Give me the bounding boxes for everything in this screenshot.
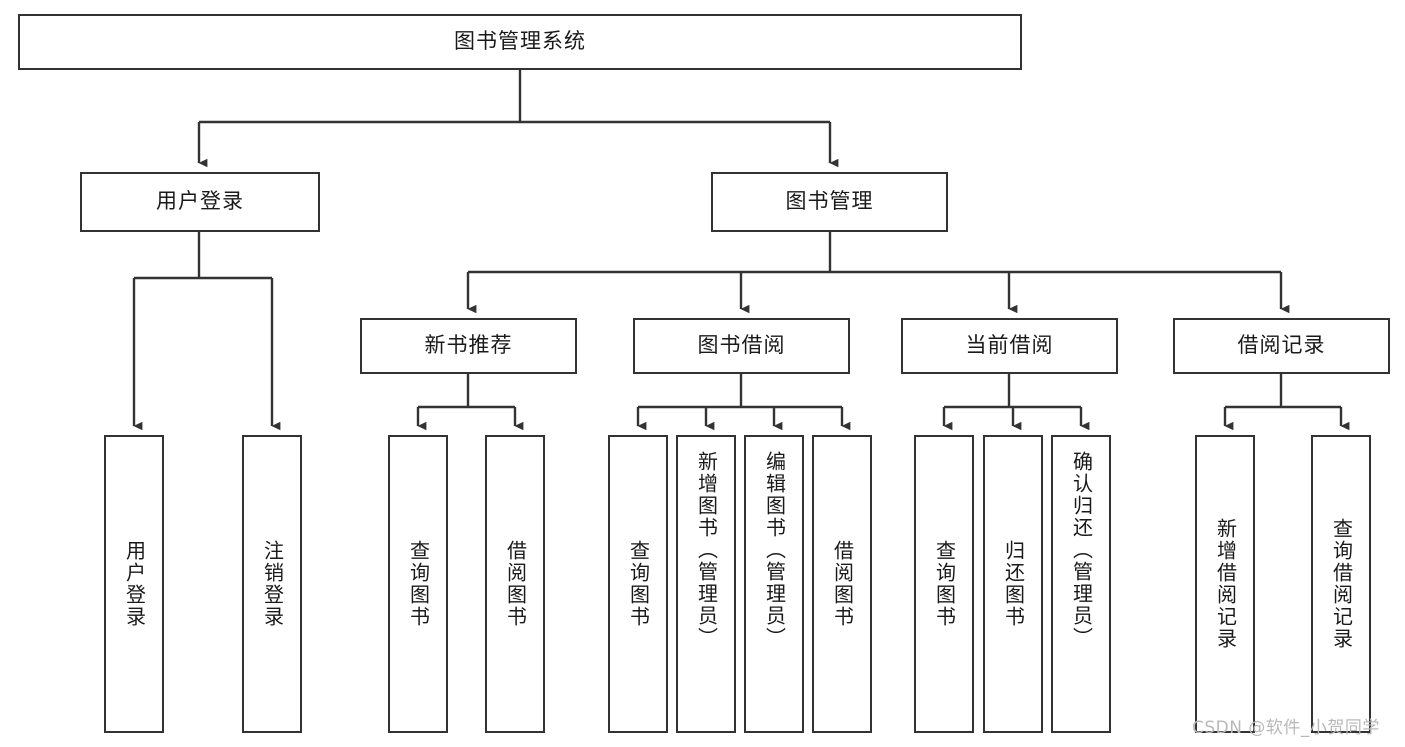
node-user-login[interactable]: 用户登录 (80, 172, 320, 232)
node-user-login-label: 用户登录 (156, 189, 244, 214)
leaf-node-query-book-nbr[interactable]: 查询图书 (388, 435, 448, 733)
leaf-node-query-borrow-record[interactable]: 查询借阅记录 (1311, 435, 1371, 733)
node-borrow-record-label: 借阅记录 (1237, 333, 1326, 358)
leaf-node-borrow-book-bb-label: 借阅图书 (830, 540, 855, 628)
leaf-node-user-logout-label: 注销登录 (260, 540, 285, 628)
node-current-borrow-label: 当前借阅 (965, 333, 1054, 358)
node-new-book-recommend[interactable]: 新书推荐 (360, 318, 577, 374)
node-root-system-label: 图书管理系统 (454, 29, 586, 54)
node-root-system[interactable]: 图书管理系统 (18, 14, 1022, 70)
leaf-node-query-borrow-record-label: 查询借阅记录 (1329, 518, 1354, 650)
leaf-node-user-logout[interactable]: 注销登录 (242, 435, 302, 733)
leaf-node-add-borrow-record-label: 新增借阅记录 (1213, 518, 1238, 650)
leaf-node-query-book-cb-label: 查询图书 (932, 540, 957, 628)
leaf-node-query-book-cb[interactable]: 查询图书 (914, 435, 974, 733)
leaf-node-borrow-book-nbr-label: 借阅图书 (503, 540, 528, 628)
leaf-node-user-login[interactable]: 用户登录 (104, 435, 164, 733)
leaf-node-return-book[interactable]: 归还图书 (983, 435, 1043, 733)
leaf-node-query-book-nbr-label: 查询图书 (406, 540, 431, 628)
node-book-management-label: 图书管理 (785, 189, 874, 214)
leaf-node-add-book-admin[interactable]: 新增图书（管理员） (676, 435, 736, 733)
node-current-borrow[interactable]: 当前借阅 (901, 318, 1118, 374)
leaf-node-confirm-return-admin-label: 确认归还（管理员） (1069, 451, 1094, 649)
leaf-node-edit-book-admin-label: 编辑图书（管理员） (762, 451, 787, 649)
leaf-node-add-book-admin-label: 新增图书（管理员） (694, 451, 719, 649)
leaf-node-confirm-return-admin[interactable]: 确认归还（管理员） (1051, 435, 1111, 733)
leaf-node-query-book-bb[interactable]: 查询图书 (608, 435, 668, 733)
leaf-node-borrow-book-nbr[interactable]: 借阅图书 (485, 435, 545, 733)
leaf-node-borrow-book-bb[interactable]: 借阅图书 (812, 435, 872, 733)
node-book-borrow-label: 图书借阅 (697, 333, 786, 358)
node-book-management[interactable]: 图书管理 (711, 172, 948, 232)
node-new-book-recommend-label: 新书推荐 (424, 333, 513, 358)
leaf-node-user-login-label: 用户登录 (122, 540, 147, 628)
leaf-node-edit-book-admin[interactable]: 编辑图书（管理员） (744, 435, 804, 733)
leaf-node-return-book-label: 归还图书 (1001, 540, 1026, 628)
node-borrow-record[interactable]: 借阅记录 (1173, 318, 1390, 374)
leaf-node-query-book-bb-label: 查询图书 (626, 540, 651, 628)
leaf-node-add-borrow-record[interactable]: 新增借阅记录 (1195, 435, 1255, 733)
node-book-borrow[interactable]: 图书借阅 (633, 318, 850, 374)
csdn-watermark: CSDN @软件_小贺同学 (1192, 718, 1380, 738)
